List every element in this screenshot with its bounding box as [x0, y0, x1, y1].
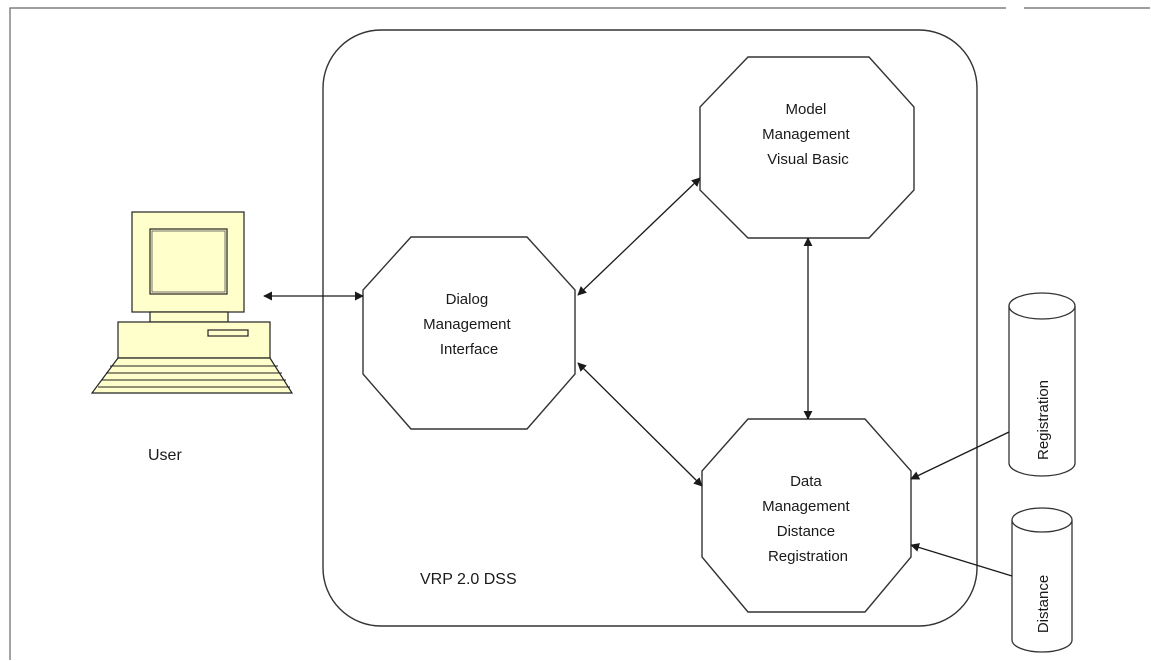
- data-management-text: Data Management Distance Registration: [762, 473, 854, 565]
- dialog-line-3: Interface: [440, 341, 498, 358]
- data-management-node: [701, 418, 912, 613]
- distance-label: Distance: [1035, 575, 1052, 633]
- dialog-management-node: [362, 236, 576, 430]
- system-label: VRP 2.0 DSS: [420, 571, 517, 588]
- dialog-line-1: Dialog: [446, 291, 489, 308]
- data-line-1: Data: [790, 473, 822, 490]
- data-line-4: Registration: [768, 548, 848, 565]
- outer-frame: [9, 7, 1150, 660]
- model-line-1: Model: [785, 101, 826, 118]
- dialog-line-2: Management: [423, 316, 511, 333]
- system-boundary: [322, 29, 978, 627]
- data-line-3: Distance: [777, 523, 835, 540]
- dialog-management-text: Dialog Management Interface: [423, 291, 515, 358]
- user-computer-icon: [90, 211, 294, 394]
- model-management-text: Model Management Visual Basic: [762, 101, 854, 168]
- dialog-data-arrow: [577, 362, 703, 487]
- user-label: User: [148, 447, 182, 464]
- model-management-node: [699, 56, 915, 239]
- data-line-2: Management: [762, 498, 850, 515]
- model-line-2: Management: [762, 126, 850, 143]
- registration-label: Registration: [1035, 380, 1052, 460]
- distance-data-arrow: [910, 543, 1013, 577]
- registration-datastore: [1008, 292, 1076, 477]
- distance-datastore: [1011, 507, 1073, 653]
- model-line-3: Visual Basic: [767, 151, 849, 168]
- dialog-model-arrow: [577, 177, 701, 296]
- registration-data-arrow: [910, 431, 1010, 480]
